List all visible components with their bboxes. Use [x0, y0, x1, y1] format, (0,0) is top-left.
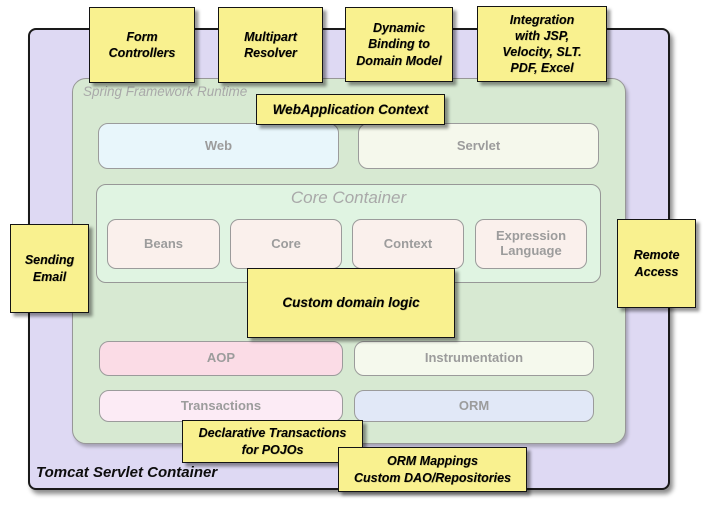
tomcat-container-label: Tomcat Servlet Container: [36, 464, 218, 481]
instrumentation-box: Instrumentation: [354, 341, 594, 376]
core-box: Core: [230, 219, 342, 269]
context-box: Context: [352, 219, 464, 269]
note-dynamic-binding: Dynamic Binding to Domain Model: [345, 7, 453, 82]
aop-box: AOP: [99, 341, 343, 376]
note-custom-domain-logic: Custom domain logic: [247, 268, 455, 338]
note-form-controllers: Form Controllers: [89, 7, 195, 83]
orm-box: ORM: [354, 390, 594, 422]
transactions-box: Transactions: [99, 390, 343, 422]
note-multipart-resolver: Multipart Resolver: [218, 7, 323, 83]
servlet-box: Servlet: [358, 123, 599, 169]
spring-runtime-container: Spring Framework Runtime Web Servlet Cor…: [72, 78, 626, 444]
note-declarative-transactions: Declarative Transactions for POJOs: [182, 420, 363, 463]
web-box: Web: [98, 123, 339, 169]
core-container-box: Core Container Beans Core Context Expres…: [96, 184, 601, 283]
note-remote-access: Remote Access: [617, 219, 696, 308]
core-container-label: Core Container: [290, 188, 407, 207]
spring-runtime-label: Spring Framework Runtime: [83, 84, 248, 99]
note-orm-mappings: ORM Mappings Custom DAO/Repositories: [338, 447, 527, 492]
beans-box: Beans: [107, 219, 220, 269]
note-webapplication-context: WebApplication Context: [256, 94, 445, 125]
note-integration-views: Integration with JSP, Velocity, SLT. PDF…: [477, 6, 607, 82]
note-sending-email: Sending Email: [10, 224, 89, 313]
expression-language-box: Expression Language: [475, 219, 587, 269]
